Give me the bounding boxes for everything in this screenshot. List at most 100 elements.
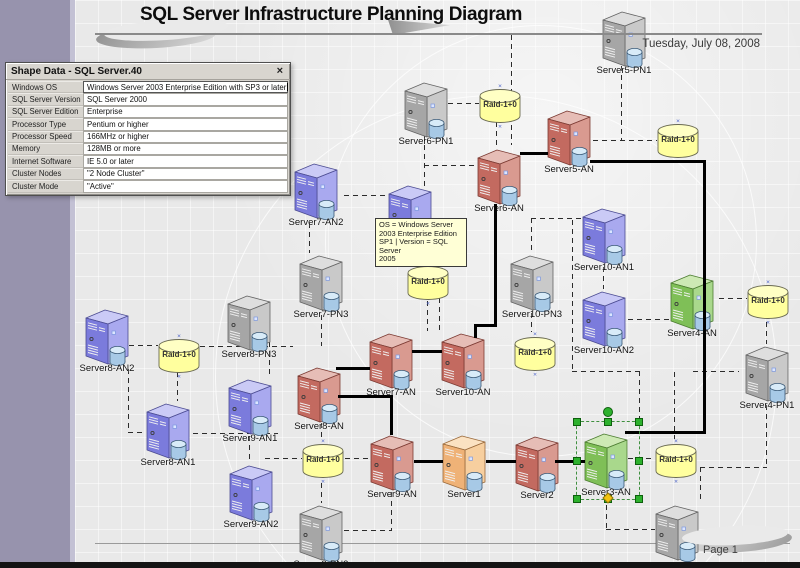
connector-dashed[interactable] xyxy=(102,345,158,347)
shape-data-row-value[interactable]: Windows Server 2003 Enterprise Edition w… xyxy=(83,81,288,94)
shape-data-row-value[interactable]: 128MB or more xyxy=(83,142,288,156)
connector-dashed[interactable] xyxy=(128,369,130,433)
connector-dashed[interactable] xyxy=(309,223,311,253)
selection-handle[interactable] xyxy=(635,495,643,503)
connector-dashed[interactable] xyxy=(674,372,676,439)
server-node-server8-pn3[interactable]: Server8-PN3 xyxy=(222,292,276,360)
raid-node-5[interactable]: × × Raid-1+0 xyxy=(513,331,557,379)
connector-cluster[interactable] xyxy=(336,367,370,370)
selection-handle[interactable] xyxy=(573,418,581,426)
server-node-server5-an[interactable]: Server5-AN xyxy=(544,107,594,175)
connector-cluster[interactable] xyxy=(520,152,548,155)
shape-data-row-value[interactable]: 166MHz or higher xyxy=(83,130,288,143)
close-icon[interactable]: × xyxy=(276,65,283,77)
connector-dashed[interactable] xyxy=(572,371,640,373)
connector-dashed[interactable] xyxy=(511,35,513,145)
shape-data-row-value[interactable]: Enterprise xyxy=(83,105,288,119)
server-node-server7-an2[interactable]: Server7-AN2 xyxy=(289,160,343,228)
connector-dashed[interactable] xyxy=(531,218,583,220)
connector-dashed[interactable] xyxy=(766,322,768,344)
raid-node-7[interactable]: × × Raid-1+0 xyxy=(654,438,698,486)
raid-node-6[interactable]: × × Raid-1+0 xyxy=(301,438,345,486)
connector-dashed[interactable] xyxy=(606,529,655,531)
connector-dashed[interactable] xyxy=(344,530,392,532)
connector-cluster[interactable] xyxy=(390,395,393,435)
raid-node-0[interactable]: × × Raid-1+0 xyxy=(478,83,522,131)
server-node-server8-an2[interactable]: Server8-AN2 xyxy=(80,306,134,374)
connector-cluster[interactable] xyxy=(494,204,497,326)
connector-cluster[interactable] xyxy=(474,324,497,327)
connector-dashed[interactable] xyxy=(321,315,323,346)
connector-dashed[interactable] xyxy=(603,267,605,289)
server-node-server1[interactable]: Server1 xyxy=(441,432,487,500)
connector-dashed[interactable] xyxy=(128,432,146,434)
connector-cluster[interactable] xyxy=(625,431,706,434)
raid-node-2[interactable]: × × Raid-1+0 xyxy=(406,260,450,308)
connector-dashed[interactable] xyxy=(606,496,608,530)
shape-data-titlebar[interactable]: Shape Data - SQL Server.40 × xyxy=(6,63,290,80)
server-node-server10-an1[interactable]: Server10-AN1 xyxy=(574,205,634,273)
connector-dashed[interactable] xyxy=(193,433,278,435)
server-node-server8-an1[interactable]: Server8-AN1 xyxy=(141,400,195,468)
selection-handle[interactable] xyxy=(635,456,643,465)
connector-dashed[interactable] xyxy=(584,140,657,142)
connector-dashed[interactable] xyxy=(639,371,641,419)
connector-dashed[interactable] xyxy=(321,423,323,439)
server-node-server10-an[interactable]: Server10-AN xyxy=(436,330,490,398)
connector-dashed[interactable] xyxy=(719,298,747,300)
connector-cluster[interactable] xyxy=(555,460,585,463)
connector-cluster[interactable] xyxy=(338,395,393,398)
connector-dashed[interactable] xyxy=(391,492,393,531)
server-node-server9-an[interactable]: Server9-AN xyxy=(367,432,417,500)
selection-handle[interactable] xyxy=(573,495,581,503)
connector-dashed[interactable] xyxy=(345,458,370,460)
connector-cluster[interactable] xyxy=(474,324,477,338)
server-node-server-br[interactable] xyxy=(654,502,700,564)
raid-node-1[interactable]: × × Raid-1+0 xyxy=(656,118,700,166)
server-node-server10-an2[interactable]: Server10-AN2 xyxy=(574,288,634,356)
connector-dashed[interactable] xyxy=(249,436,251,463)
raid-node-3[interactable]: × × Raid-1+0 xyxy=(746,279,790,327)
server-node-server10-pn3[interactable]: Server10-PN3 xyxy=(502,252,562,320)
connector-dashed[interactable] xyxy=(628,319,670,321)
connector-dashed[interactable] xyxy=(344,195,388,197)
server-node-server6-an[interactable]: Server6-AN xyxy=(474,146,524,214)
connector-dashed[interactable] xyxy=(448,103,479,105)
connector-cluster[interactable] xyxy=(414,460,443,463)
connector-dashed[interactable] xyxy=(766,405,768,468)
connector-dashed[interactable] xyxy=(700,467,702,503)
shape-data-row-value[interactable]: "Active" xyxy=(83,180,288,193)
selection-handle[interactable] xyxy=(635,418,643,426)
server-node-server8-an[interactable]: Server8-AN xyxy=(294,364,344,432)
connector-cluster[interactable] xyxy=(590,160,706,163)
shape-data-row-value[interactable]: IE 5.0 or later xyxy=(83,155,288,168)
connector-dashed[interactable] xyxy=(427,301,429,331)
rotation-handle[interactable] xyxy=(603,407,613,417)
server-node-server9-an1[interactable]: Server9-AN1 xyxy=(223,376,277,444)
connector-cluster[interactable] xyxy=(486,460,516,463)
connector-dashed[interactable] xyxy=(531,313,533,332)
server-node-server6-pn1[interactable]: Server6-PN1 xyxy=(399,79,453,147)
selection-handle[interactable] xyxy=(573,456,581,465)
server-node-server9-an2[interactable]: Server9-AN2 xyxy=(224,462,278,530)
connector-dashed[interactable] xyxy=(424,136,426,218)
shape-data-row-value[interactable]: "2 Node Cluster" xyxy=(83,167,288,181)
connector-dashed[interactable] xyxy=(700,467,767,469)
connector-dashed[interactable] xyxy=(321,483,323,503)
server-node-server7-an[interactable]: Server7-AN xyxy=(366,330,416,398)
connector-dashed[interactable] xyxy=(424,165,477,167)
raid-node-4[interactable]: × × Raid-1+0 xyxy=(157,333,201,381)
connector-dashed[interactable] xyxy=(496,122,498,146)
connector-dashed[interactable] xyxy=(265,458,302,460)
connector-dashed[interactable] xyxy=(177,372,179,401)
server-node-server4-pn1[interactable]: Server4-PN1 xyxy=(740,343,794,411)
connector-cluster[interactable] xyxy=(703,160,706,434)
server-node-server2[interactable]: Server2 xyxy=(514,433,560,501)
shape-data-row-value[interactable]: SQL Server 2000 xyxy=(83,93,288,106)
selection-handle[interactable] xyxy=(604,418,612,426)
connector-dashed[interactable] xyxy=(572,220,574,372)
server-node-server7-pn3[interactable]: Server7-PN3 xyxy=(294,252,348,320)
connector-cluster[interactable] xyxy=(412,350,442,353)
server-node-server5-pn1[interactable]: Server5-PN1 xyxy=(597,8,651,76)
